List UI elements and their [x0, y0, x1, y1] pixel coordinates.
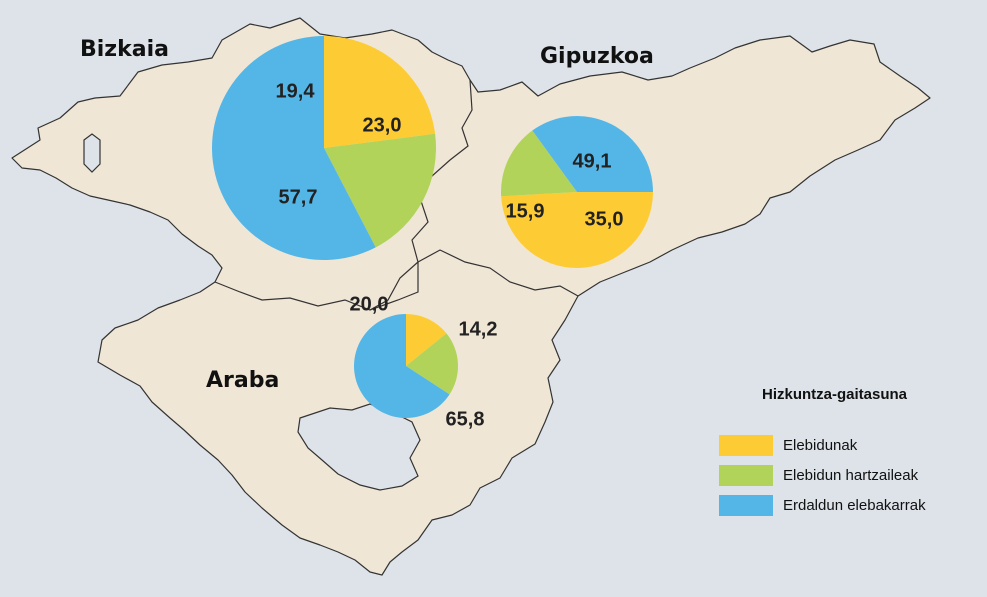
province-border-gipuzkoa [417, 249, 579, 297]
lake-inclusion [297, 403, 421, 491]
legend-swatch [719, 465, 773, 486]
legend-title: Hizkuntza-gaitasuna [762, 386, 908, 403]
legend-item-elebidunak: Elebidunak [719, 435, 987, 456]
province-label-bizkaia: Bizkaia [80, 37, 169, 62]
lake-small [83, 133, 101, 173]
legend: Hizkuntza-gaitasuna Elebidunak Elebidun … [719, 386, 987, 525]
province-label-gipuzkoa: Gipuzkoa [540, 44, 654, 69]
value-label: 49,1 [573, 150, 612, 172]
value-label: 14,2 [459, 318, 498, 340]
legend-swatch [719, 435, 773, 456]
province-border-araba [214, 262, 419, 311]
slice-elebidunak [406, 314, 447, 366]
value-label: 19,4 [276, 80, 316, 102]
province-label-araba: Araba [206, 368, 280, 393]
slice-elebidunak [324, 36, 436, 148]
value-label: 20,0 [350, 293, 389, 315]
legend-swatch [719, 495, 773, 516]
value-label: 15,9 [506, 200, 545, 222]
legend-item-hartzaileak: Elebidun hartzaileak [719, 465, 987, 486]
legend-item-erdaldun: Erdaldun elebakarrak [719, 495, 987, 516]
pie-araba: 14,2 20,0 65,8 [350, 293, 498, 430]
pie-bizkaia: 23,0 19,4 57,7 [211, 36, 436, 260]
slice-hartzaileak [406, 333, 459, 395]
value-label: 65,8 [446, 408, 485, 430]
legend-label: Elebidunak [783, 437, 858, 454]
legend-label: Elebidun hartzaileak [783, 467, 919, 484]
slice-elebidunak [501, 192, 653, 268]
slice-erdaldun [211, 36, 376, 260]
value-label: 57,7 [279, 186, 318, 208]
slice-hartzaileak [501, 130, 577, 197]
slice-erdaldun [532, 116, 653, 192]
value-label: 23,0 [363, 114, 402, 136]
slice-hartzaileak [324, 133, 436, 248]
legend-label: Erdaldun elebakarrak [783, 497, 926, 514]
slice-erdaldun [354, 314, 450, 418]
value-label: 35,0 [585, 208, 624, 230]
pie-gipuzkoa: 49,1 15,9 35,0 [501, 116, 653, 268]
